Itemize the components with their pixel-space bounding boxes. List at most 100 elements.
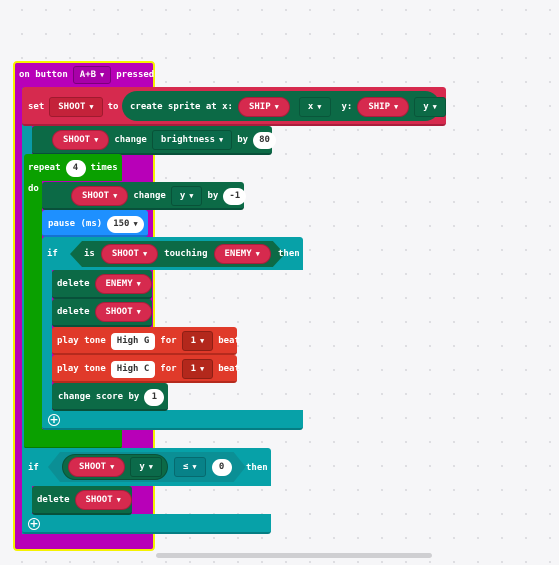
play-tone-row-1: play tone High G for 1 ▼ beat	[57, 331, 240, 351]
chevron-down-icon: ▼	[199, 365, 205, 373]
chevron-down-icon: ▼	[432, 102, 437, 111]
x-sprite-dropdown[interactable]: SHIP ▼	[237, 96, 290, 117]
delete-label: delete	[57, 307, 90, 317]
operator: ≤	[182, 462, 189, 472]
x-property-dropdown[interactable]: x ▼	[298, 96, 331, 117]
delete-shoot-target: SHOOT	[105, 307, 133, 317]
brightness-property: brightness	[160, 135, 216, 145]
horizontal-scrollbar[interactable]	[156, 553, 432, 558]
play-tone-label: play tone	[57, 364, 106, 374]
compare-sprite-dropdown[interactable]: SHOOT ▼	[68, 457, 125, 477]
touching-target-dropdown[interactable]: ENEMY ▼	[214, 244, 271, 264]
chevron-down-icon: ▼	[142, 250, 148, 258]
y-property-dropdown[interactable]: y ▼	[414, 96, 446, 117]
y-property: y	[423, 101, 429, 112]
on-button-header: on button A+B ▼ pressed	[19, 66, 154, 84]
for-label: for	[160, 336, 177, 346]
y-label: y:	[341, 101, 353, 112]
beat-label: beat	[218, 364, 240, 374]
set-variable: SHOOT	[58, 102, 86, 112]
chevron-down-icon: ▼	[116, 496, 121, 504]
chevron-down-icon: ▼	[136, 308, 141, 316]
then-row: then	[278, 247, 300, 261]
create-sprite-label: create sprite at x:	[130, 101, 233, 112]
operator-dropdown[interactable]: ≤ ▼	[174, 457, 206, 477]
change-y-sprite-dropdown[interactable]: SHOOT ▼	[71, 186, 129, 206]
touching-sprite: SHOOT	[111, 249, 139, 259]
if-touching-label-row: if	[47, 247, 58, 261]
play-tone-row-2: play tone High C for 1 ▼ beat	[57, 359, 240, 379]
compare-condition[interactable]: SHOOT ▼ y ▼ ≤ ▼ 0	[48, 452, 246, 482]
button-dropdown[interactable]: A+B ▼	[72, 66, 112, 84]
touching-target: ENEMY	[224, 249, 252, 259]
delete-shoot-dropdown[interactable]: SHOOT ▼	[94, 302, 152, 322]
compare-condition-hex[interactable]: SHOOT ▼ y ▼ ≤ ▼ 0	[48, 452, 246, 482]
pause-row: pause (ms) 150 ▼	[48, 215, 144, 233]
repeat-label: repeat	[28, 163, 61, 173]
chevron-down-icon: ▼	[89, 103, 94, 111]
score-value-input[interactable]: 1	[144, 388, 165, 406]
delete-shoot-row-2: delete SHOOT ▼	[37, 490, 132, 510]
repeat-count-input[interactable]: 4	[65, 159, 86, 177]
change-y-property: y	[179, 191, 186, 201]
repeat-body-column	[24, 180, 42, 430]
change-label: change	[133, 191, 166, 201]
is-label: is	[84, 249, 95, 259]
change-y-property-dropdown[interactable]: y ▼	[170, 186, 203, 206]
repeat-row: repeat 4 times	[28, 158, 118, 178]
compare-left-reporter[interactable]: SHOOT ▼ y ▼	[62, 454, 168, 480]
chevron-down-icon: ▼	[136, 280, 141, 288]
change-y-sprite: SHOOT	[82, 191, 110, 201]
tone-beats-dropdown-2[interactable]: 1 ▼	[181, 359, 214, 379]
compare-property: y	[139, 462, 145, 472]
delete-shoot-dropdown-2[interactable]: SHOOT ▼	[74, 490, 132, 510]
tone-beats-2: 1	[190, 364, 196, 374]
delete-enemy-dropdown[interactable]: ENEMY ▼	[94, 274, 152, 294]
chevron-down-icon: ▼	[199, 337, 205, 345]
do-row: do	[28, 182, 39, 196]
if-compare-footer	[22, 514, 271, 534]
pause-label: pause (ms)	[48, 219, 103, 229]
create-sprite-row: create sprite at x: SHIP ▼ x ▼ y: SHIP ▼…	[130, 96, 446, 117]
by-label: by	[207, 191, 219, 201]
compare-value-input[interactable]: 0	[212, 459, 232, 476]
touching-condition[interactable]: is SHOOT ▼ touching ENEMY ▼	[70, 241, 285, 267]
chevron-down-icon: ▼	[274, 102, 279, 111]
change-y-value-input[interactable]: -1	[223, 187, 247, 205]
set-label: set	[28, 102, 45, 112]
pause-value-dropdown[interactable]: 150 ▼	[107, 215, 144, 233]
set-variable-dropdown[interactable]: SHOOT ▼	[49, 97, 103, 117]
brightness-sprite-dropdown[interactable]: SHOOT ▼	[52, 130, 110, 150]
set-sprite-row: set SHOOT ▼ to	[28, 96, 118, 118]
delete-label: delete	[37, 495, 70, 505]
chevron-down-icon: ▼	[133, 220, 138, 228]
tone-note-input-1[interactable]: High G	[110, 332, 156, 350]
brightness-sprite: SHOOT	[63, 135, 91, 145]
compare-property-dropdown[interactable]: y ▼	[130, 457, 162, 477]
to-label: to	[107, 102, 119, 112]
tone-note-input-2[interactable]: High C	[110, 360, 156, 378]
delete-shoot-row: delete SHOOT ▼	[57, 302, 152, 322]
change-score-row: change score by 1	[58, 388, 165, 406]
add-else-icon[interactable]: +	[48, 413, 60, 426]
do-label: do	[28, 184, 39, 194]
then-label: then	[278, 249, 300, 259]
touching-condition-hex[interactable]: is SHOOT ▼ touching ENEMY ▼	[70, 241, 285, 267]
tone-beats-dropdown-1[interactable]: 1 ▼	[181, 331, 214, 351]
delete-enemy-row: delete ENEMY ▼	[57, 274, 152, 294]
y-sprite: SHIP	[368, 101, 391, 112]
change-label: change	[114, 135, 147, 145]
add-else-icon-2[interactable]: +	[28, 517, 40, 530]
chevron-down-icon: ▼	[219, 136, 224, 144]
y-sprite-dropdown[interactable]: SHIP ▼	[357, 96, 410, 117]
delete-shoot-target-2: SHOOT	[85, 495, 113, 505]
by-label: by	[237, 135, 249, 145]
chevron-down-icon: ▼	[94, 136, 99, 144]
play-tone-label: play tone	[57, 336, 106, 346]
brightness-property-dropdown[interactable]: brightness ▼	[151, 130, 233, 150]
touching-sprite-dropdown[interactable]: SHOOT ▼	[101, 244, 158, 264]
brightness-value-input[interactable]: 80	[253, 131, 276, 149]
touching-label: touching	[164, 249, 208, 259]
chevron-down-icon: ▼	[189, 192, 194, 200]
repeat-footer	[24, 429, 122, 449]
